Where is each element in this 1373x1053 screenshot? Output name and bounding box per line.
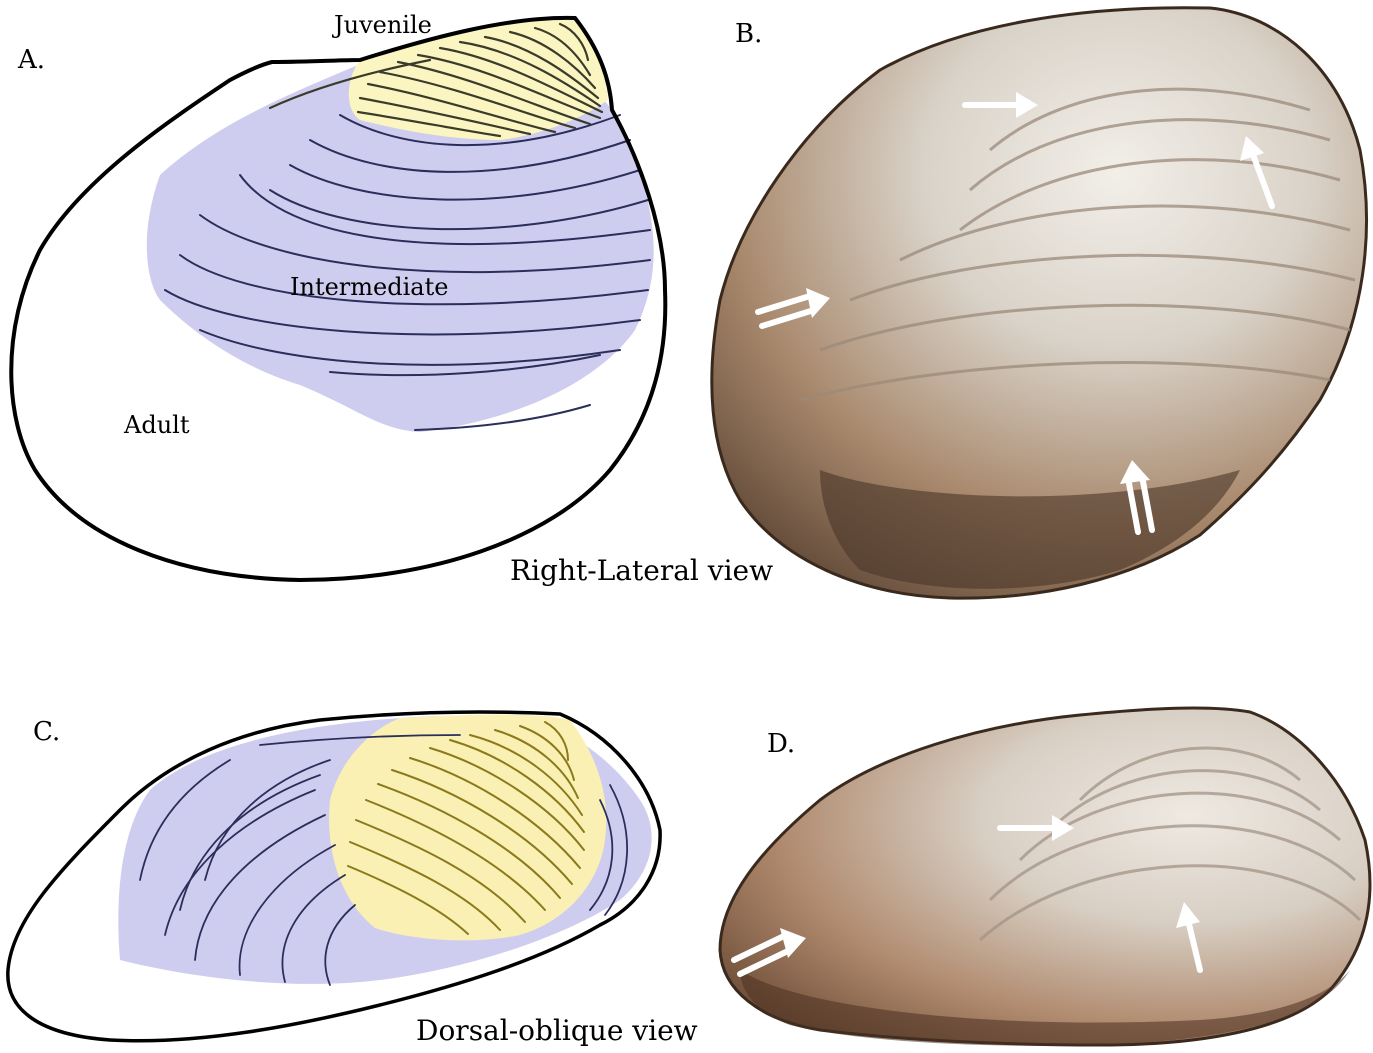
juvenile-label: Juvenile xyxy=(331,11,432,39)
panel-d-letter: D. xyxy=(767,729,795,759)
shell-photo-dorsal-oblique xyxy=(720,708,1370,1045)
panel-b: B. xyxy=(712,8,1367,598)
caption-right-lateral: Right-Lateral view xyxy=(510,554,773,587)
panel-a-letter: A. xyxy=(17,45,45,75)
caption-dorsal-oblique: Dorsal-oblique view xyxy=(416,1014,698,1047)
panel-b-letter: B. xyxy=(735,19,762,49)
panel-d: D. xyxy=(720,708,1370,1046)
panel-c-letter: C. xyxy=(33,717,60,747)
panel-a: A. xyxy=(11,11,665,580)
panel-c: C. xyxy=(8,712,660,1041)
adult-label: Adult xyxy=(123,411,190,439)
intermediate-label: Intermediate xyxy=(290,273,448,301)
